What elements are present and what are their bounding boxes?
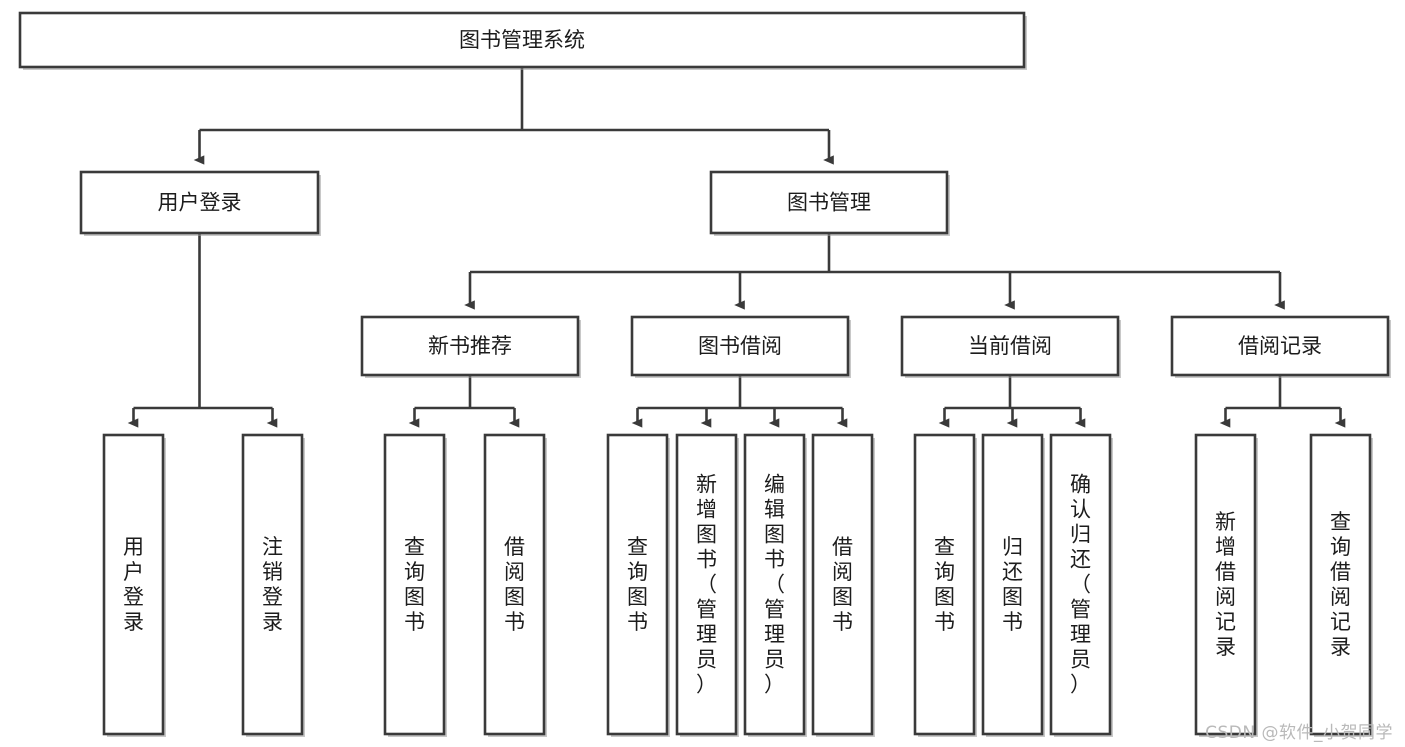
node-label: 查询图书 (404, 535, 425, 634)
node-rect (79, 170, 320, 235)
node-label: 查询图书 (627, 535, 648, 634)
node-book-manage[interactable]: 图书管理 (709, 170, 950, 236)
node-leaf-borrow-book-rec[interactable]: 借阅图书 (483, 433, 547, 737)
node-leaf-borrow-book[interactable]: 借阅图书 (811, 433, 875, 737)
node-leaf-query-borrow-record[interactable]: 查询借阅记录 (1309, 433, 1373, 737)
nodes-layer: 图书管理系统用户登录图书管理新书推荐图书借阅当前借阅借阅记录用户登录注销登录查询… (18, 11, 1391, 737)
node-root-root[interactable]: 图书管理系统 (18, 11, 1027, 70)
node-leaf-query-book-current[interactable]: 查询图书 (913, 433, 977, 737)
node-rect (743, 433, 806, 736)
node-rect (811, 433, 874, 736)
node-leaf-query-book-rec[interactable]: 查询图书 (383, 433, 447, 737)
node-label: 确认归还（管理员） (1070, 473, 1091, 697)
node-label: 当前借阅 (968, 334, 1052, 358)
node-rect (360, 315, 580, 377)
node-rect (1194, 433, 1257, 736)
watermark-text: CSDN @软件_小贺同学 (1205, 723, 1393, 743)
node-label: 归还图书 (1002, 535, 1023, 634)
node-rect (1049, 433, 1112, 736)
node-label: 新增图书（管理员） (696, 473, 717, 697)
node-rect (606, 433, 669, 736)
node-label: 查询图书 (934, 535, 955, 634)
node-leaf-user-login[interactable]: 用户登录 (102, 433, 166, 737)
node-label: 用户登录 (158, 191, 242, 215)
node-rect (913, 433, 976, 736)
node-label: 用户登录 (123, 535, 144, 634)
node-label: 注销登录 (262, 535, 283, 634)
node-leaf-confirm-return-admin[interactable]: 确认归还（管理员） (1049, 433, 1113, 737)
node-label: 新书推荐 (428, 334, 512, 358)
node-borrow-record[interactable]: 借阅记录 (1170, 315, 1391, 378)
node-current-borrow[interactable]: 当前借阅 (900, 315, 1121, 378)
node-label: 查询借阅记录 (1330, 510, 1351, 659)
node-label: 借阅记录 (1238, 334, 1322, 358)
node-leaf-add-book-admin[interactable]: 新增图书（管理员） (675, 433, 739, 737)
node-rect (383, 433, 446, 736)
node-leaf-user-logout[interactable]: 注销登录 (241, 433, 305, 737)
node-rect (1309, 433, 1372, 736)
node-rect (630, 315, 850, 377)
node-rect (1170, 315, 1390, 377)
node-new-book-recommend[interactable]: 新书推荐 (360, 315, 581, 378)
node-leaf-return-book[interactable]: 归还图书 (981, 433, 1045, 737)
node-rect (900, 315, 1120, 377)
node-rect (102, 433, 165, 736)
node-label: 借阅图书 (504, 535, 525, 634)
node-rect (483, 433, 546, 736)
node-leaf-query-book-borrow[interactable]: 查询图书 (606, 433, 670, 737)
node-book-borrow[interactable]: 图书借阅 (630, 315, 851, 378)
edges-layer (127, 67, 1346, 428)
node-user-login[interactable]: 用户登录 (79, 170, 321, 236)
node-label: 借阅图书 (832, 535, 853, 634)
node-label: 新增借阅记录 (1215, 510, 1236, 659)
node-rect (709, 170, 949, 235)
node-label: 编辑图书（管理员） (764, 473, 785, 697)
node-label: 图书借阅 (698, 334, 782, 358)
node-leaf-add-borrow-record[interactable]: 新增借阅记录 (1194, 433, 1258, 737)
node-rect (18, 11, 1026, 69)
node-label: 图书管理系统 (459, 28, 585, 52)
node-rect (675, 433, 738, 736)
node-leaf-edit-book-admin[interactable]: 编辑图书（管理员） (743, 433, 807, 737)
node-rect (981, 433, 1044, 736)
node-rect (241, 433, 304, 736)
node-label: 图书管理 (787, 191, 871, 215)
